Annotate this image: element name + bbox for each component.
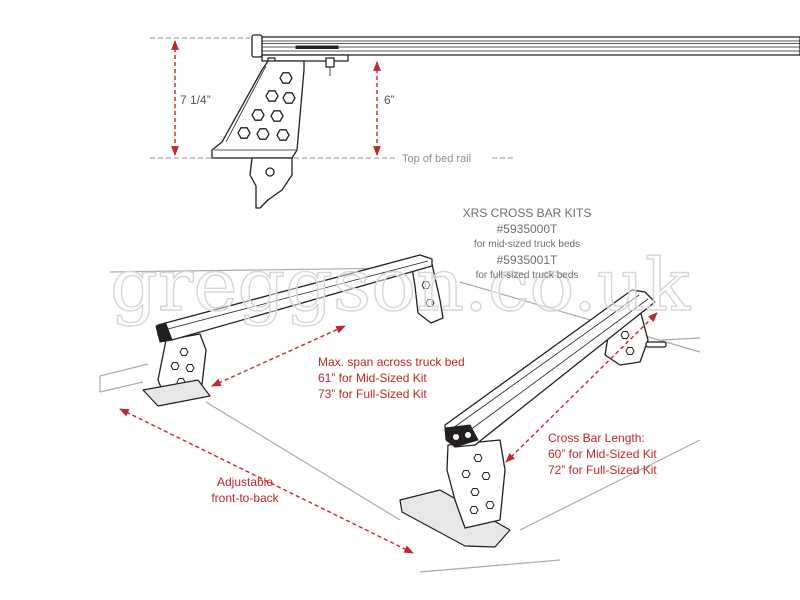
hexagon-cutout-icon bbox=[620, 331, 630, 339]
hexagon-cutout-icon bbox=[470, 488, 480, 496]
bed-line bbox=[109, 267, 406, 273]
end-cap-screw-icon bbox=[465, 432, 471, 438]
crossbar-side-profile bbox=[257, 36, 800, 56]
max-span-mid-size: 61” for Mid-Sized Kit bbox=[318, 371, 427, 385]
bed-line bbox=[419, 559, 561, 573]
bed-rail-clamp bbox=[249, 157, 293, 209]
kit-description: for full-sized truck beds bbox=[475, 270, 579, 281]
top-side-view bbox=[150, 34, 800, 209]
end-cap-screw-icon bbox=[453, 434, 459, 440]
hexagon-cutout-icon bbox=[282, 92, 296, 104]
crossbar-end-cap bbox=[444, 424, 479, 448]
bed-rail-label: Top of bed rail bbox=[402, 153, 472, 165]
hexagon-cutout-icon bbox=[461, 470, 471, 478]
kit-part-number: #5935001T bbox=[496, 253, 558, 267]
hexagon-cutout-icon bbox=[473, 454, 483, 462]
crossbar-end-cap bbox=[155, 323, 173, 343]
max-span-dimension-arrow bbox=[211, 325, 346, 387]
bed-line bbox=[99, 381, 144, 393]
crossbar-end-cap bbox=[251, 34, 263, 58]
watermark: greggson.co.uk bbox=[110, 243, 691, 327]
crossbar-logo-plate bbox=[295, 45, 339, 49]
kit-info: XRS CROSS BAR KITS #5935000T for mid-siz… bbox=[447, 205, 607, 283]
hexagon-cutout-icon bbox=[185, 364, 195, 372]
bar-length-title: Cross Bar Length: bbox=[548, 431, 645, 445]
hexagon-cutout-icon bbox=[237, 127, 251, 139]
clearance-height-label: 6” bbox=[384, 93, 395, 107]
right-crossbar-assembly bbox=[399, 289, 667, 548]
max-span-title: Max. span across truck bed bbox=[318, 355, 465, 369]
back-tower bbox=[411, 263, 444, 324]
kit-part-number: #5935000T bbox=[496, 222, 558, 236]
bar-length-mid-size: 60” for Mid-Sized Kit bbox=[548, 447, 657, 461]
hexagon-cutout-icon bbox=[276, 129, 290, 141]
bed-line bbox=[519, 439, 701, 531]
overall-height-label: 7 1/4” bbox=[180, 93, 211, 107]
crossbar-rib bbox=[163, 260, 429, 331]
hexagon-cutout-icon bbox=[469, 506, 479, 514]
adjustable-line-1: Adjustable bbox=[216, 475, 274, 489]
adjustable-line-2: front-to-back bbox=[211, 491, 279, 505]
mount-bolt-icon bbox=[325, 57, 335, 68]
adjustment-knob-icon bbox=[645, 341, 667, 348]
hexagon-cutout-icon bbox=[170, 362, 180, 370]
hexagon-cutout-icon bbox=[485, 501, 495, 509]
max-span-annotation: Max. span across truck bed 61” for Mid-S… bbox=[318, 354, 465, 402]
hexagon-cutout-icon bbox=[270, 110, 284, 122]
left-crossbar-assembly bbox=[142, 254, 444, 407]
adjustable-dimension-arrow bbox=[119, 408, 414, 554]
hexagon-cutout-icon bbox=[279, 72, 293, 84]
bed-line bbox=[661, 337, 701, 341]
bed-line bbox=[99, 363, 149, 377]
bracket-mount-plate bbox=[261, 54, 349, 62]
adjustable-annotation: Adjustable front-to-back bbox=[203, 474, 287, 506]
clamp-bolt-icon bbox=[265, 167, 275, 177]
front-foot-plate bbox=[142, 379, 211, 407]
hexagon-cutout-icon bbox=[251, 109, 265, 121]
max-span-full-size: 73” for Full-Sized Kit bbox=[318, 387, 427, 401]
hexagon-cutout-icon bbox=[625, 347, 635, 355]
bar-length-dimension-arrow bbox=[505, 312, 658, 463]
bar-length-full-size: 72” for Full-Sized Kit bbox=[548, 463, 657, 477]
bracket-edge-line bbox=[225, 65, 267, 143]
hexagon-cutout-icon bbox=[256, 128, 270, 140]
bar-length-annotation: Cross Bar Length: 60” for Mid-Sized Kit … bbox=[548, 430, 657, 478]
hexagon-cutout-icon bbox=[265, 90, 279, 102]
hexagon-cutout-icon bbox=[179, 348, 189, 356]
hexagon-cutout-icon bbox=[481, 472, 491, 480]
kit-heading: XRS CROSS BAR KITS bbox=[462, 206, 592, 220]
kit-description: for mid-sized truck beds bbox=[473, 239, 581, 250]
